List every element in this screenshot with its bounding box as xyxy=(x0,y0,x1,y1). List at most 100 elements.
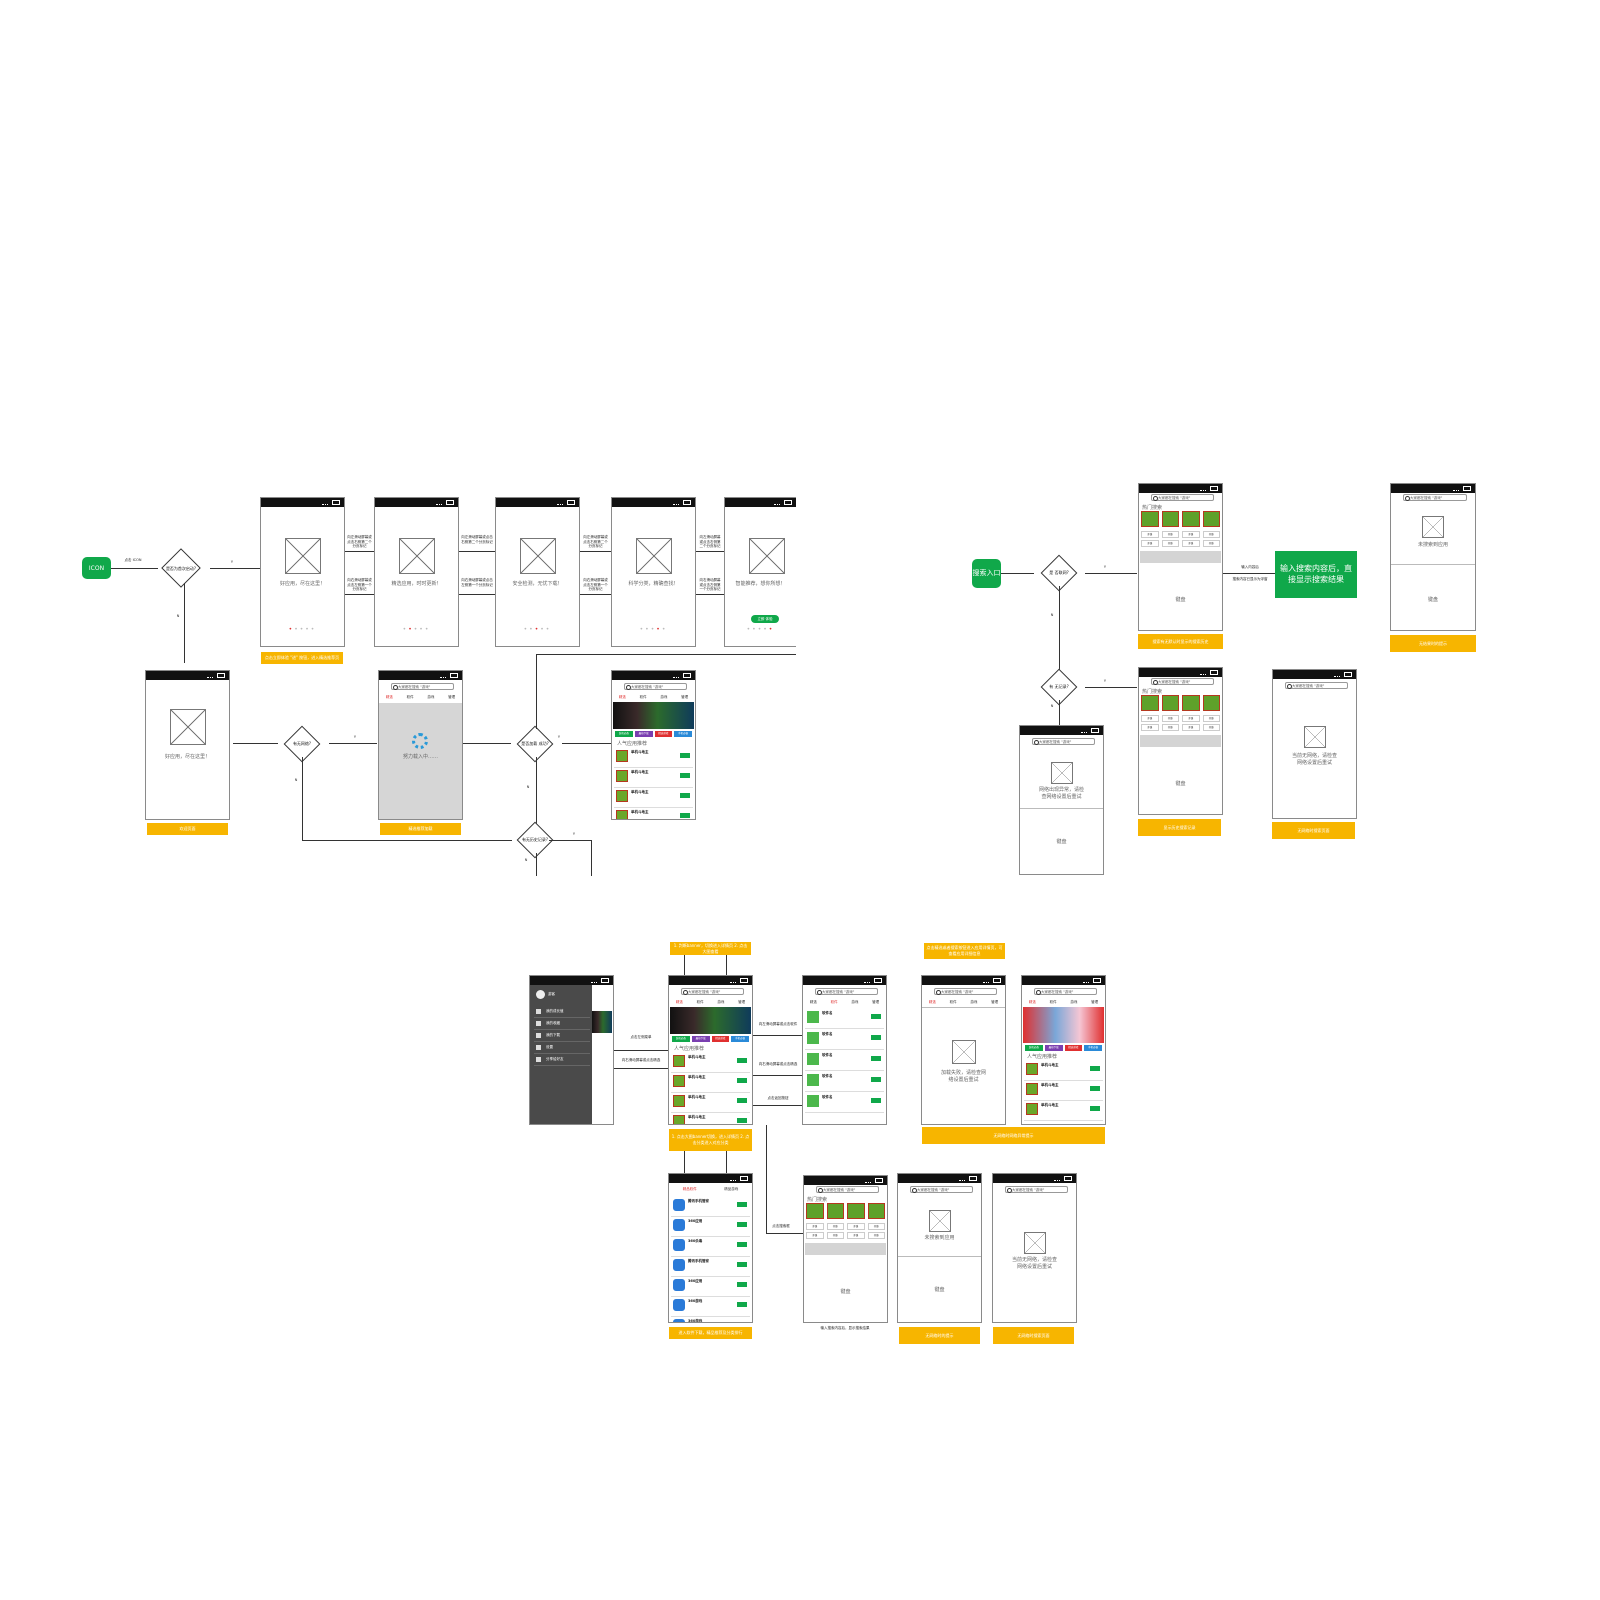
category-button[interactable]: 最热下载 xyxy=(634,731,653,737)
tab-games[interactable]: 游戏 xyxy=(717,1000,725,1004)
list-item[interactable]: 软件名 xyxy=(805,1092,884,1113)
list-item[interactable]: 软件名 xyxy=(805,1050,884,1071)
list-item[interactable]: 单机斗地主 xyxy=(671,1052,750,1073)
hot-word[interactable]: 赤锋 xyxy=(1202,540,1220,547)
hot-word[interactable]: 赤锋 xyxy=(1182,724,1200,731)
search-input[interactable]: 大家都在搜索 "游戏" xyxy=(681,988,744,995)
list-item[interactable]: 单机斗地主 xyxy=(614,767,693,788)
menu-item[interactable]: 设置 xyxy=(534,1043,590,1054)
tab-games[interactable]: 游戏 xyxy=(970,1000,978,1004)
hot-word[interactable]: 赤锋 xyxy=(1202,531,1220,538)
start-now-button[interactable]: 立即 体验 xyxy=(751,615,779,623)
page-indicator[interactable]: ••••• xyxy=(402,626,431,633)
hot-word[interactable]: 赤锋 xyxy=(1182,540,1200,547)
list-item[interactable]: 单机斗地主 xyxy=(671,1112,750,1124)
search-input[interactable]: 大家都在搜索 "游戏" xyxy=(1403,494,1467,501)
list-item[interactable]: 360杀毒 xyxy=(671,1236,750,1257)
hot-word[interactable]: 赤锋 xyxy=(1141,531,1159,538)
search-input[interactable]: 大家都在搜索 "游戏" xyxy=(1005,1186,1068,1193)
search-input[interactable]: 大家都在搜索 "游戏" xyxy=(934,988,997,995)
tab-software[interactable]: 软件 xyxy=(696,1000,704,1004)
category-button[interactable]: 精选游戏 xyxy=(711,1036,730,1042)
hot-word[interactable]: 赤锋 xyxy=(1202,724,1220,731)
hot-word[interactable]: 赤锋 xyxy=(1161,531,1179,538)
hot-word[interactable]: 赤锋 xyxy=(1141,724,1159,731)
guide-page[interactable]: 智能推荐，想你所想！•••••立即 体验 xyxy=(724,497,796,647)
tab-software[interactable]: 软件 xyxy=(949,1000,957,1004)
page-indicator[interactable]: ••••• xyxy=(288,626,317,633)
hot-word[interactable]: 赤锋 xyxy=(806,1232,824,1239)
search-input[interactable]: 大家都在搜索 "游戏" xyxy=(1151,678,1214,685)
tab-software[interactable]: 软件 xyxy=(639,695,647,699)
tab-manage[interactable]: 管理 xyxy=(738,1000,746,1004)
tab-games[interactable]: 游戏 xyxy=(427,695,435,699)
category-button[interactable]: 最热下载 xyxy=(1044,1045,1063,1051)
list-item[interactable]: 单机斗地主 xyxy=(671,1072,750,1093)
tab-rank-games[interactable]: 精品游戏 xyxy=(724,1187,739,1191)
list-item[interactable]: 软件名 xyxy=(805,1071,884,1092)
list-item[interactable]: 单机斗地主 xyxy=(614,747,693,768)
hot-word[interactable]: 赤锋 xyxy=(826,1232,844,1239)
menu-item[interactable]: 我的收藏 xyxy=(534,1019,590,1030)
list-item[interactable]: 单机斗地主 xyxy=(614,807,693,819)
guide-page[interactable]: 科学分类，精确查找！••••• xyxy=(611,497,696,647)
list-item[interactable]: 腾讯手机管家 xyxy=(671,1196,750,1217)
search-input[interactable]: 大家都在搜索 "游戏" xyxy=(624,683,687,690)
hot-word[interactable]: 赤锋 xyxy=(1182,531,1200,538)
category-button[interactable]: 手机必备 xyxy=(1084,1045,1102,1051)
list-item[interactable]: 单机斗地主 xyxy=(1024,1080,1103,1101)
tab-rank-software[interactable]: 精品软件 xyxy=(682,1187,697,1191)
tab-manage[interactable]: 管理 xyxy=(1091,1000,1099,1004)
hot-word[interactable]: 赤锋 xyxy=(826,1223,844,1230)
category-button[interactable]: 精选游戏 xyxy=(1064,1045,1083,1051)
hot-word[interactable]: 赤锋 xyxy=(1202,715,1220,722)
list-item[interactable]: 360游戏 xyxy=(671,1296,750,1317)
tab-software[interactable]: 软件 xyxy=(1049,1000,1057,1004)
search-input[interactable]: 大家都在搜索 "游戏" xyxy=(1034,988,1097,995)
avatar[interactable] xyxy=(536,990,545,999)
menu-item[interactable]: 我的成长值 xyxy=(534,1007,590,1018)
search-input[interactable]: 大家都在搜索 "游戏" xyxy=(1032,738,1095,745)
search-input[interactable]: 大家都在搜索 "游戏" xyxy=(910,1186,973,1193)
page-indicator[interactable]: ••••• xyxy=(746,626,775,633)
category-button[interactable]: 手机必备 xyxy=(674,731,692,737)
hot-word[interactable]: 赤锋 xyxy=(1182,715,1200,722)
tab-games[interactable]: 游戏 xyxy=(851,1000,859,1004)
banner-image[interactable] xyxy=(613,702,694,729)
category-button[interactable]: 精选游戏 xyxy=(654,731,673,737)
list-item[interactable]: 软件名 xyxy=(805,1029,884,1050)
tab-featured[interactable]: 精选 xyxy=(618,695,626,699)
list-item[interactable]: 单机斗地主 xyxy=(1024,1100,1103,1121)
tab-featured[interactable]: 精选 xyxy=(385,695,393,699)
search-input[interactable]: 大家都在搜索 "游戏" xyxy=(816,1186,879,1193)
menu-item[interactable]: 我的下载 xyxy=(534,1031,590,1042)
tab-manage[interactable]: 管理 xyxy=(681,695,689,699)
tab-software[interactable]: 软件 xyxy=(830,1000,838,1004)
tab-manage[interactable]: 管理 xyxy=(991,1000,999,1004)
category-button[interactable]: 装机必备 xyxy=(672,1036,690,1042)
list-item[interactable]: 360应用 xyxy=(671,1216,750,1237)
guide-page[interactable]: 安全检测，无忧下载！••••• xyxy=(495,497,580,647)
banner-image[interactable] xyxy=(1023,1007,1104,1043)
list-item[interactable]: 单机斗地主 xyxy=(614,787,693,808)
category-button[interactable]: 手机必备 xyxy=(731,1036,749,1042)
tab-featured[interactable]: 精选 xyxy=(1028,1000,1036,1004)
hot-word[interactable]: 赤锋 xyxy=(847,1232,865,1239)
search-input[interactable]: 大家都在搜索 "游戏" xyxy=(1151,494,1214,501)
hot-word[interactable]: 赤锋 xyxy=(1141,715,1159,722)
hot-word[interactable]: 赤锋 xyxy=(806,1223,824,1230)
tab-games[interactable]: 游戏 xyxy=(660,695,668,699)
list-item[interactable]: 腾讯手机管家 xyxy=(671,1256,750,1277)
hot-word[interactable]: 赤锋 xyxy=(1161,724,1179,731)
hot-word[interactable]: 赤锋 xyxy=(1161,715,1179,722)
menu-item[interactable]: 分享给好友 xyxy=(534,1055,590,1066)
tab-featured[interactable]: 精选 xyxy=(928,1000,936,1004)
hot-word[interactable]: 赤锋 xyxy=(847,1223,865,1230)
category-button[interactable]: 最热下载 xyxy=(691,1036,710,1042)
page-indicator[interactable]: ••••• xyxy=(639,626,668,633)
tab-software[interactable]: 软件 xyxy=(406,695,414,699)
tab-featured[interactable]: 精选 xyxy=(809,1000,817,1004)
list-item[interactable]: 单机斗地主 xyxy=(1024,1060,1103,1081)
hot-word[interactable]: 赤锋 xyxy=(1141,540,1159,547)
list-item[interactable]: 360游戏 xyxy=(671,1316,750,1322)
